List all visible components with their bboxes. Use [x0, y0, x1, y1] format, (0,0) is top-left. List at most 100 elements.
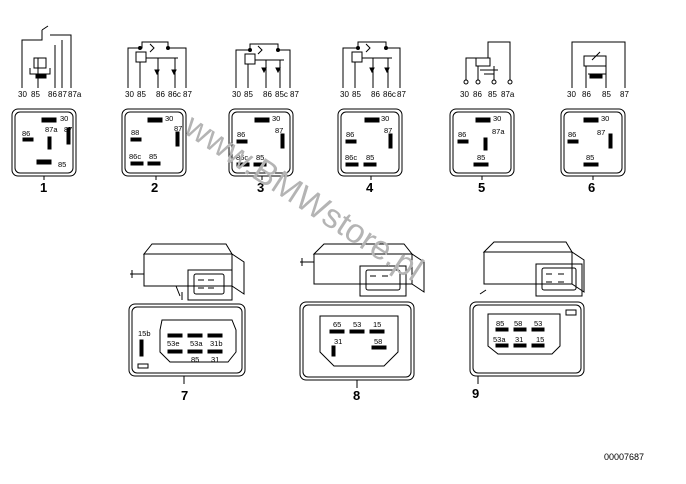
relay-5-schem-pin-2: 86 [473, 90, 482, 99]
module-7-connector-face [128, 303, 246, 384]
relay-2: 30 85 86 86c 87 30 88 87 86c 85 2 [121, 41, 192, 195]
module-9-pin-4: 53a [493, 335, 506, 344]
relay-2-face-pin-5: 85 [149, 152, 157, 161]
relay-4-face-pin-1: 30 [381, 114, 389, 123]
relay-2-face-pin-3: 87 [174, 124, 182, 133]
relay-3-face-pin-1: 30 [272, 114, 280, 123]
relay-5: 30 86 85 87a 30 86 87a 85 5 [449, 41, 515, 195]
relay-4-face-pin-2: 86 [346, 130, 354, 139]
relay-6-face-pin-4: 85 [586, 153, 594, 162]
relay-1-face [11, 108, 77, 180]
module-8: 65 53 15 31 58 8 [299, 243, 425, 403]
relay-6-number: 6 [588, 180, 595, 195]
module-8-pin-5: 58 [374, 337, 382, 346]
relay-3-number: 3 [257, 180, 264, 195]
relay-3-schem-pin-5: 87 [290, 90, 299, 99]
relay-6-face [560, 108, 626, 180]
relay-1-schem-pin-1: 30 [18, 90, 27, 99]
module-9-pin-3: 53 [534, 319, 542, 328]
relay-4-schem-pin-1: 30 [340, 90, 349, 99]
module-9: 85 58 53 53a 31 15 9 [469, 241, 585, 401]
relay-2-schem-pin-5: 87 [183, 90, 192, 99]
relay-6: 30 86 85 87 30 86 87 85 6 [560, 41, 629, 195]
relay-1-schem-pin-2: 85 [31, 90, 40, 99]
relay-1-face-pin-1: 30 [60, 114, 68, 123]
relay-4-schem-pin-3: 86 [371, 90, 380, 99]
module-8-pin-2: 53 [353, 320, 361, 329]
relay-6-face-pin-2: 86 [568, 130, 576, 139]
relay-1-schem-pin-4: 87 [58, 90, 67, 99]
relay-1-face-pin-2: 86 [22, 129, 30, 138]
relay-4-face-pin-4: 86c [345, 153, 357, 162]
relay-4-schem-pin-5: 87 [397, 90, 406, 99]
relay-1-face-pin-5: 85 [58, 160, 66, 169]
relay-1-schem-pin-3: 86 [48, 90, 57, 99]
relay-4-number: 4 [366, 180, 374, 195]
relay-5-number: 5 [478, 180, 485, 195]
relay-2-face-pin-2: 88 [131, 128, 139, 137]
module-8-housing [300, 243, 425, 297]
relay-6-schematic [571, 41, 626, 88]
module-7-pin-2: 53e [167, 339, 180, 348]
relay-3-face-pin-4: 86c [236, 153, 248, 162]
module-8-pin-4: 31 [334, 337, 342, 346]
relay-5-schem-pin-3: 85 [488, 90, 497, 99]
relay-3-face-pin-5: 85 [256, 153, 264, 162]
module-9-housing [479, 241, 585, 297]
relay-5-face-pin-3: 87a [492, 127, 505, 136]
relay-5-schematic [463, 41, 513, 85]
relay-1-schematic [21, 25, 72, 88]
module-8-connector-face [299, 301, 415, 388]
relay-6-face-pin-3: 87 [597, 128, 605, 137]
module-8-pin-3: 15 [373, 320, 381, 329]
module-7-pin-6: 31 [211, 355, 219, 364]
relay-3-face-pin-3: 87 [275, 126, 283, 135]
relay-5-face-pin-2: 86 [458, 130, 466, 139]
relay-3-schem-pin-4: 85c [275, 90, 288, 99]
relay-6-schem-pin-4: 87 [620, 90, 629, 99]
relay-3-schematic [235, 43, 291, 88]
relay-6-schem-pin-1: 30 [567, 90, 576, 99]
module-7-pin-4: 31b [210, 339, 223, 348]
module-9-pin-1: 85 [496, 319, 504, 328]
relay-3-schem-pin-1: 30 [232, 90, 241, 99]
relay-5-face-pin-4: 85 [477, 153, 485, 162]
relay-4-schem-pin-2: 85 [352, 90, 361, 99]
relay-6-schem-pin-3: 85 [602, 90, 611, 99]
relay-4-schem-pin-4: 86c [383, 90, 396, 99]
module-7-number: 7 [181, 388, 188, 403]
relay-3-face [228, 108, 294, 180]
relay-2-schem-pin-3: 86 [156, 90, 165, 99]
module-7-pin-5: 85 [191, 355, 199, 364]
relay-3: 30 85 86 85c 87 30 86 87 86c 85 3 [228, 43, 299, 195]
relay-4-face-pin-5: 85 [366, 153, 374, 162]
relay-2-face [121, 108, 187, 180]
module-8-number: 8 [353, 388, 360, 403]
relay-6-face-pin-1: 30 [601, 114, 609, 123]
relay-1-face-pin-3: 87a [45, 125, 58, 134]
relay-2-schem-pin-4: 86c [168, 90, 181, 99]
relay-1-face-pin-4: 87 [64, 125, 72, 134]
relay-1: 30 85 86 87 87a 30 86 87a 87 85 1 [11, 25, 82, 195]
relay-5-face-pin-1: 30 [493, 114, 501, 123]
module-7: 15b 53e 53a 31b 85 31 7 [128, 243, 246, 403]
relay-1-schem-pin-5: 87a [68, 90, 82, 99]
module-9-connector-face [469, 301, 585, 384]
relay-2-face-pin-4: 86c [129, 152, 141, 161]
relay-2-schem-pin-2: 85 [137, 90, 146, 99]
relay-2-number: 2 [151, 180, 158, 195]
module-7-housing [130, 243, 245, 301]
relay-2-schem-pin-1: 30 [125, 90, 134, 99]
relay-4-schematic [342, 41, 401, 88]
relay-3-schem-pin-2: 85 [244, 90, 253, 99]
module-9-pin-6: 15 [536, 335, 544, 344]
relay-5-schem-pin-4: 87a [501, 90, 515, 99]
relay-4: 30 85 86 86c 87 30 86 87 86c 85 4 [337, 41, 406, 195]
relay-4-face [337, 108, 403, 180]
relay-6-schem-pin-2: 86 [582, 90, 591, 99]
relay-3-face-pin-2: 86 [237, 130, 245, 139]
module-9-number: 9 [472, 386, 479, 401]
relay-4-face-pin-3: 87 [384, 126, 392, 135]
part-code: 00007687 [604, 452, 644, 462]
